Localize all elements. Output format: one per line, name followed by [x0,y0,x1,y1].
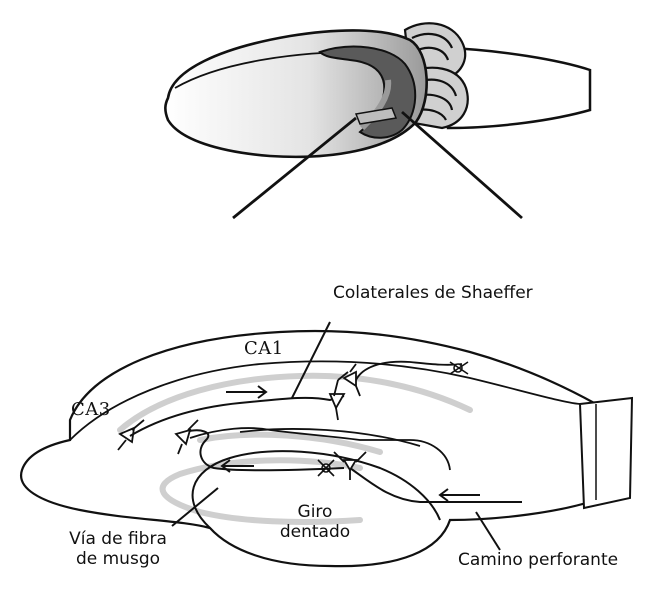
brainstem [448,48,590,128]
label-dentate-gyrus-line2: dentado [270,522,360,542]
slice-cut-face [580,398,632,508]
label-ca3: CA3 [71,399,111,421]
label-mossy-fiber-line1: Vía de fibra [38,529,198,549]
label-dentate-gyrus-line1: Giro [270,502,360,522]
label-dentate-gyrus: Giro dentado [270,502,360,543]
label-schaffer-collaterals: Colaterales de Shaeffer [333,283,533,303]
rat-brain [165,23,590,218]
label-mossy-fiber: Vía de fibra de musgo [38,529,198,570]
label-perforant-path: Camino perforante [458,550,618,570]
label-mossy-fiber-line2: de musgo [38,549,198,569]
label-ca1: CA1 [244,338,284,360]
